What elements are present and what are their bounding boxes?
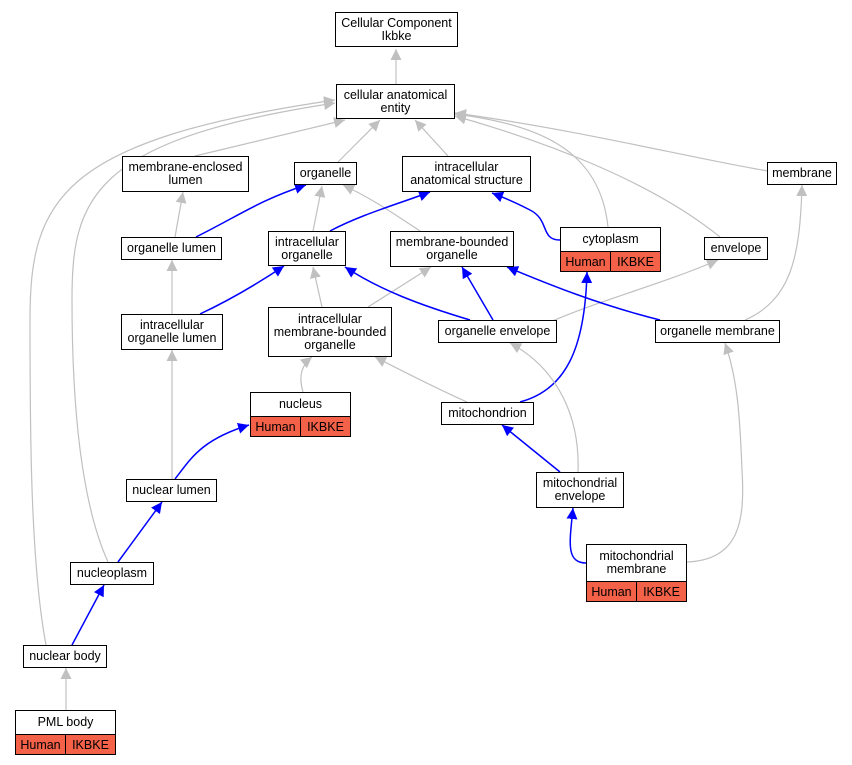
node-label: nuclear body	[29, 649, 101, 663]
edge-envelope-to-cae	[454, 113, 721, 238]
node-label: nuclear lumen	[132, 483, 211, 497]
species-cell: Human	[591, 584, 632, 599]
edge-menv-to-oe	[509, 342, 579, 473]
edge-nbody-to-nucleoplasm	[71, 584, 105, 646]
edge-mmem-to-om	[686, 342, 744, 563]
node-label: organelle	[299, 166, 352, 180]
node-membrane-bounded-organelle[interactable]: membrane-bounded organelle	[390, 231, 514, 267]
node-cellular-component-ikbke[interactable]: Cellular Component Ikbke	[335, 12, 458, 47]
species-cell: Human	[565, 254, 606, 269]
edge-om-to-membrane	[744, 184, 808, 321]
node-label: nucleus	[278, 397, 323, 411]
node-label: organelle membrane	[660, 324, 775, 338]
node-label: organelle envelope	[444, 324, 551, 338]
edge-cytoplasm-to-cae	[454, 109, 609, 228]
edge-ol-to-mel	[174, 191, 187, 238]
edge-organelle-to-cae	[337, 119, 381, 163]
node-organelle-membrane[interactable]: organelle membrane	[655, 320, 780, 343]
edge-cytoplasm-to-ias	[491, 191, 561, 241]
node-mitochondrion[interactable]: mitochondrion	[441, 402, 534, 425]
node-intracellular-organelle[interactable]: intracellular organelle	[268, 231, 346, 266]
node-label: mitochondrial envelope	[542, 476, 618, 503]
node-nucleus[interactable]: nucleus Human IKBKE	[250, 392, 351, 437]
node-organelle[interactable]: organelle	[294, 162, 357, 185]
node-intracellular-organelle-lumen[interactable]: intracellular organelle lumen	[121, 314, 223, 350]
edge-ias-to-cae	[414, 119, 449, 157]
node-intracellular-membrane-bounded-organelle[interactable]: intracellular membrane-bounded organelle	[268, 307, 392, 357]
node-label: organelle lumen	[127, 241, 216, 255]
node-cytoplasm[interactable]: cytoplasm Human IKBKE	[560, 227, 661, 272]
edge-om-to-mbo	[506, 266, 661, 321]
node-label: nucleoplasm	[76, 566, 148, 580]
edge-iol-to-io	[199, 265, 285, 315]
edge-oe-to-mbo	[461, 266, 494, 321]
annotation-row: Human IKBKE	[587, 582, 686, 601]
edge-imbo-to-io	[310, 266, 323, 308]
edge-nbody-to-cae	[29, 96, 336, 646]
node-organelle-lumen[interactable]: organelle lumen	[121, 237, 222, 260]
node-nucleoplasm[interactable]: nucleoplasm	[70, 562, 154, 585]
node-label: cytoplasm	[582, 232, 639, 246]
node-label: Cellular Component Ikbke	[341, 15, 452, 43]
node-mitochondrial-membrane[interactable]: mitochondrial membrane Human IKBKE	[586, 544, 687, 602]
edge-nucleoplasm-to-nlumen	[117, 501, 163, 563]
node-label: mitochondrion	[448, 406, 527, 420]
node-nuclear-body[interactable]: nuclear body	[23, 645, 107, 668]
node-pml-body[interactable]: PML body Human IKBKE	[15, 710, 116, 755]
edge-oe-to-envelope	[549, 259, 719, 323]
edge-mito-to-imbo	[374, 356, 468, 403]
node-organelle-envelope[interactable]: organelle envelope	[438, 320, 557, 343]
node-label: PML body	[37, 715, 94, 729]
gene-cell: IKBKE	[300, 417, 350, 436]
edge-imbo-to-mbo	[367, 266, 432, 308]
edge-ol-to-organelle	[195, 183, 307, 238]
edge-membrane-to-cae	[454, 109, 769, 172]
node-label: envelope	[710, 241, 762, 255]
edge-io-to-ias	[329, 190, 431, 232]
edge-nlumen-to-nucleus	[174, 422, 250, 480]
node-intracellular-anatomical-structure[interactable]: intracellular anatomical structure	[402, 156, 531, 192]
node-label: membrane-bounded organelle	[395, 235, 509, 262]
species-cell: Human	[20, 737, 61, 752]
node-cellular-anatomical-entity[interactable]: cellular anatomical entity	[336, 84, 455, 119]
node-mitochondrial-envelope[interactable]: mitochondrial envelope	[536, 472, 624, 508]
node-nuclear-lumen[interactable]: nuclear lumen	[126, 479, 217, 502]
node-label: intracellular organelle	[275, 234, 339, 262]
node-label: intracellular organelle lumen	[127, 318, 217, 345]
node-label: membrane-enclosed lumen	[128, 160, 243, 187]
node-label: cellular anatomical entity	[343, 87, 448, 115]
node-label: mitochondrial membrane	[599, 549, 674, 576]
edge-mmem-to-menv	[566, 507, 587, 564]
edge-nucleus-to-imbo	[299, 356, 313, 393]
edge-oe-to-io	[344, 266, 471, 321]
gene-cell: IKBKE	[610, 252, 660, 271]
node-label: membrane	[772, 166, 832, 180]
edge-mbo-to-organelle	[342, 184, 421, 232]
node-membrane[interactable]: membrane	[767, 162, 837, 185]
edge-menv-to-mito	[501, 424, 561, 473]
edge-io-to-organelle	[312, 185, 326, 232]
annotation-row: Human IKBKE	[251, 417, 350, 436]
edge-mito-to-cytoplasm	[519, 271, 593, 403]
node-membrane-enclosed-lumen[interactable]: membrane-enclosed lumen	[122, 156, 249, 192]
annotation-row: Human IKBKE	[16, 735, 115, 754]
edge-mel-to-cae	[194, 117, 346, 157]
node-label: intracellular membrane-bounded organelle	[273, 311, 387, 352]
node-envelope[interactable]: envelope	[704, 237, 768, 260]
gene-cell: IKBKE	[636, 582, 686, 601]
species-cell: Human	[255, 419, 296, 434]
gene-cell: IKBKE	[65, 735, 115, 754]
annotation-row: Human IKBKE	[561, 252, 660, 271]
node-label: intracellular anatomical structure	[410, 160, 523, 187]
edge-nucleoplasm-to-cae	[71, 99, 336, 563]
